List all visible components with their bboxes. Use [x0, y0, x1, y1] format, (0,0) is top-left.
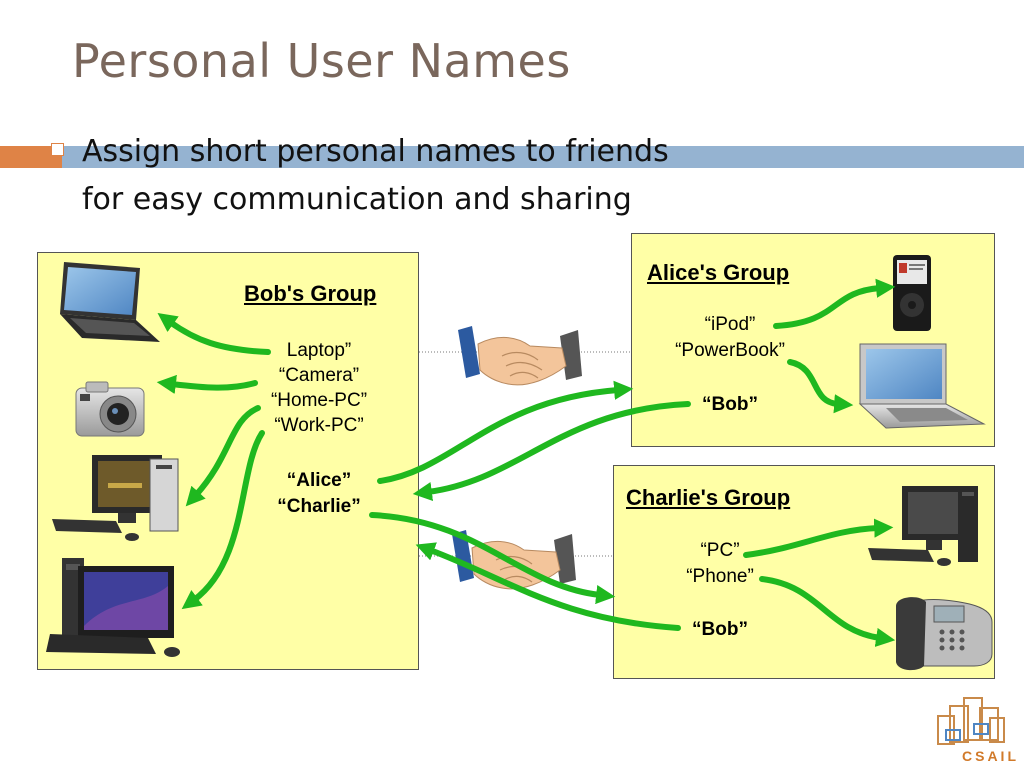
home-pc-icon [46, 558, 180, 657]
bob-device-label: “Home-PC” [270, 390, 368, 411]
arrow-phone [759, 576, 896, 647]
arrow-alice-bob-to-bob-group [412, 401, 691, 502]
alice-group-title: Alice's Group [647, 260, 790, 285]
bob-device-label: “Camera” [278, 365, 360, 386]
bob-device-label: Laptop” [286, 340, 352, 361]
arrow-charlie-bob-to-bob-group [415, 542, 681, 631]
alice-friend-label: “Bob” [702, 394, 758, 415]
ipod-icon [893, 255, 931, 331]
charlie-device-label: “PC” [700, 540, 740, 561]
bob-group-title: Bob's Group [244, 281, 377, 306]
arrow-alice-to-alice-group [377, 380, 634, 484]
bullet-line-2: for easy communication and sharing [82, 182, 632, 217]
arrow-camera [156, 374, 258, 394]
bullet-icon [51, 143, 64, 156]
arrow-work-pc [181, 430, 265, 610]
bullet-text: Assign short personal names to friends f… [82, 128, 669, 224]
charlie-device-label: “Phone” [686, 566, 754, 587]
desktop-pc-icon [52, 455, 179, 541]
arrow-pc [743, 518, 894, 558]
handshake-icon [458, 326, 582, 386]
powerbook-icon [858, 343, 986, 429]
alice-device-label: “PowerBook” [675, 340, 785, 361]
bullet-line-1: Assign short personal names to friends [82, 134, 669, 169]
arrow-home-pc [185, 405, 261, 507]
header-band-accent [0, 146, 62, 168]
csail-logo-text: CSAIL [962, 748, 1019, 764]
bob-device-label: “Work-PC” [274, 415, 364, 436]
bob-friend-label: “Charlie” [277, 496, 361, 517]
slide-title: Personal User Names [72, 34, 571, 88]
laptop-icon [60, 262, 160, 342]
arrow-laptop [157, 313, 271, 355]
bob-friend-label: “Alice” [286, 470, 352, 491]
csail-logo [937, 697, 1005, 745]
desktop-pc-icon [868, 486, 978, 566]
arrow-powerbook [787, 359, 854, 414]
camera-icon [75, 381, 145, 437]
charlie-friend-label: “Bob” [692, 619, 748, 640]
header-band [62, 146, 1024, 168]
phone-icon [896, 597, 993, 671]
alice-device-label: “iPod” [704, 314, 756, 335]
charlie-group-title: Charlie's Group [626, 485, 791, 510]
arrow-ipod [773, 278, 896, 329]
arrow-charlie-to-charlie-group [369, 512, 616, 605]
